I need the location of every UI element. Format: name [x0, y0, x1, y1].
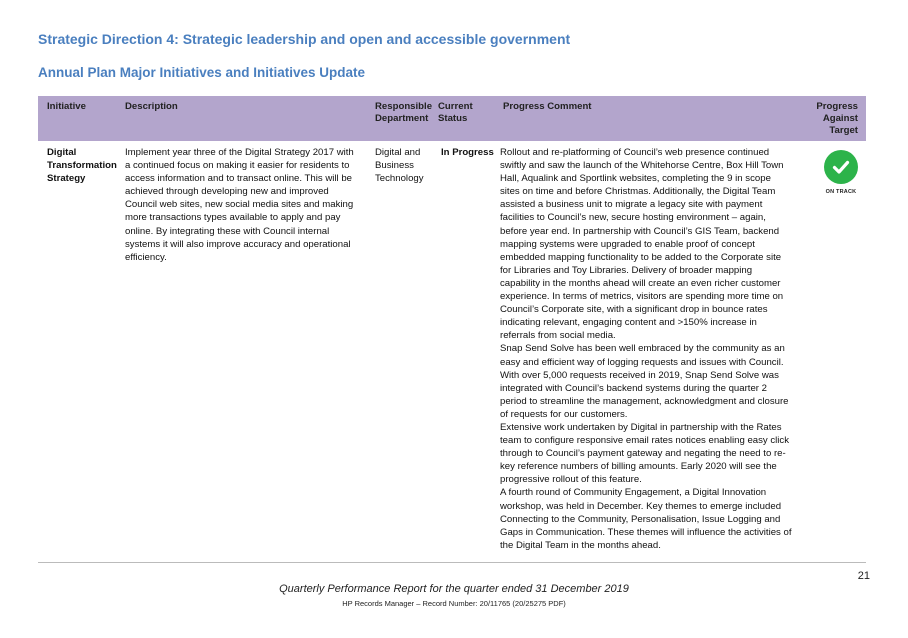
comment-line: capability in the months ahead will crea…: [500, 277, 781, 289]
header-initiative: Initiative: [47, 101, 86, 112]
initiatives-table: Initiative Description Responsible Depar…: [38, 96, 866, 563]
header-progress-comment: Progress Comment: [503, 101, 592, 112]
comment-line: period to streamline the management, ack…: [500, 395, 789, 407]
description-line: Council web sites, new social media site…: [125, 199, 354, 211]
comment-line: Council’s Corporate site, with a signifi…: [500, 304, 768, 316]
comment-line: Rollout and re-platforming of Council’s …: [500, 147, 770, 158]
comment-line: referrals from social media.: [500, 330, 616, 342]
description-line: systems it will also improve accuracy an…: [125, 238, 351, 250]
comment-line: integrated with Council’s backend system…: [500, 382, 767, 394]
comment-line: for Libraries and Toy Libraries. Deliver…: [500, 264, 753, 276]
comment-line: facilities to Council’s new, secure host…: [500, 212, 766, 224]
header-description: Description: [125, 101, 178, 112]
comment-line: key reference numbers of billing amounts…: [500, 461, 777, 473]
description-line: efficiency.: [125, 251, 167, 263]
description-line: achieved through developing new and impr…: [125, 186, 329, 198]
footer-record-number: HP Records Manager – Record Number: 20/1…: [342, 599, 566, 608]
comment-line: mapping systems were upgraded to enable …: [500, 238, 755, 250]
comment-line: sites on time and before Christmas. Addi…: [500, 186, 776, 198]
comment-line: Extensive work undertaken by Digital in …: [500, 421, 782, 433]
comment-line: of requests for our customers.: [500, 408, 628, 420]
comment-line: Gaps in Communication. These themes will…: [500, 526, 792, 538]
footer-report-title: Quarterly Performance Report for the qua…: [279, 583, 629, 595]
comment-line: the Digital Team in the months ahead.: [500, 539, 661, 551]
comment-line: Hall, Aqualink and Sportlink websites, c…: [500, 173, 771, 185]
comment-line: through to Council’s payment gateway and…: [500, 448, 786, 460]
comment-line: embedded mapping functionality to be add…: [500, 251, 782, 263]
page-heading: Strategic Direction 4: Strategic leaders…: [38, 31, 571, 47]
description-line: more transactions types available to app…: [125, 212, 341, 224]
comment-line: workshop, was held in December. Key them…: [500, 500, 782, 512]
header-progress-against-target: Progress Against Target: [816, 101, 858, 136]
comment-line: indicating relevant, engaging content an…: [500, 317, 757, 329]
table-header-row: Initiative Description Responsible Depar…: [38, 96, 866, 141]
cell-current-status: In Progress: [441, 147, 494, 158]
cell-responsible-department: Digital and Business Technology: [375, 147, 424, 185]
comment-line: Connecting to the Community, Personalisa…: [500, 513, 781, 525]
description-line: a continued focus on making it easier fo…: [125, 160, 350, 172]
comment-line: A fourth round of Community Engagement, …: [500, 487, 767, 499]
comment-line: Snap Send Solve has been well embraced b…: [500, 343, 785, 355]
status-badge: ON TRACK: [825, 189, 857, 195]
header-current-status: Current Status: [438, 101, 473, 124]
description-line: online. By integrating these with Counci…: [125, 225, 330, 237]
check-circle-icon: [824, 150, 858, 184]
comment-line: before year end. In partnership with Cou…: [500, 225, 780, 237]
description-line: access information and to transact onlin…: [125, 173, 352, 185]
section-subheading: Annual Plan Major Initiatives and Initia…: [38, 65, 366, 80]
description-line: Implement year three of the Digital Stra…: [125, 147, 354, 158]
comment-line: With over 5,000 requests received in 201…: [500, 369, 779, 381]
comment-line: swiftly and saw the launch of the Whiteh…: [500, 160, 784, 172]
page-number: 21: [857, 570, 870, 582]
comment-line: team to configure responsive email rates…: [500, 435, 790, 447]
comment-line: progressive rollout of this feature.: [500, 474, 642, 486]
cell-description: Implement year three of the Digital Stra…: [125, 146, 373, 264]
comment-line: experience. In terms of metrics, visitor…: [500, 291, 784, 303]
comment-line: easy and efficient way of logging reques…: [500, 356, 784, 368]
table-row: Digital Transformation Strategy Implemen…: [38, 141, 866, 563]
cell-progress-comment: Rollout and re-platforming of Council’s …: [500, 146, 810, 552]
comment-line: assisted a business unit to migrate a le…: [500, 199, 763, 211]
cell-progress-against-target: ON TRACK: [822, 150, 860, 199]
header-responsible-department: Responsible Department: [375, 101, 433, 124]
cell-initiative: Digital Transformation Strategy: [47, 147, 117, 185]
